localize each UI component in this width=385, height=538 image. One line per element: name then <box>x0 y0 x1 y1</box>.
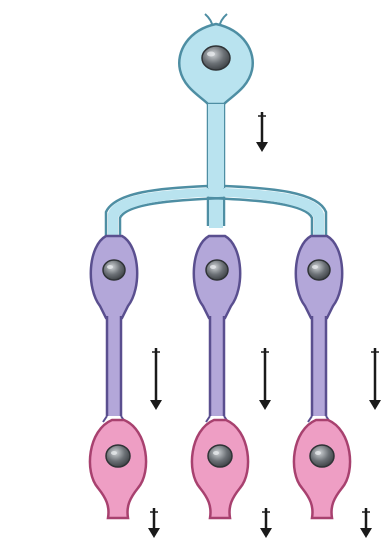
middle-neuron-nucleus <box>206 260 228 280</box>
presynaptic-neuron <box>106 14 326 236</box>
top-neuron-nucleus-highlight <box>207 52 215 57</box>
down-arrow-5 <box>148 508 160 538</box>
bottom-neuron-soma <box>294 420 350 518</box>
middle-neuron-axon <box>107 316 121 416</box>
bottom-row-neurons <box>90 420 350 518</box>
middle-neuron-axon <box>210 316 224 416</box>
middle-neuron-nucleus-highlight <box>312 265 318 269</box>
bottom-neuron-soma <box>90 420 146 518</box>
bottom-neuron-nucleus-highlight <box>213 451 219 455</box>
bottom-neuron-soma <box>192 420 248 518</box>
bottom-neuron-nucleus <box>106 445 130 467</box>
bottom-neuron-nucleus-highlight <box>111 451 117 455</box>
top-neuron-nucleus <box>202 46 230 70</box>
middle-row-neurons <box>91 236 342 422</box>
down-arrow-2 <box>150 348 162 410</box>
down-arrow-1 <box>256 112 268 152</box>
middle-neuron-nucleus-highlight <box>210 265 216 269</box>
middle-neuron-2 <box>194 236 240 422</box>
middle-neuron-nucleus <box>103 260 125 280</box>
bottom-neuron-nucleus-highlight <box>315 451 321 455</box>
down-arrow-3 <box>259 348 271 410</box>
bottom-neuron-3 <box>294 420 350 518</box>
top-neuron-axon-fill <box>208 104 224 190</box>
middle-neuron-nucleus <box>308 260 330 280</box>
bottom-neuron-nucleus <box>310 445 334 467</box>
down-arrow-6 <box>260 508 272 538</box>
middle-neuron-1 <box>91 236 137 422</box>
down-arrow-7 <box>360 508 372 538</box>
down-arrow-4 <box>369 348 381 410</box>
middle-neuron-nucleus-highlight <box>107 265 113 269</box>
bottom-neuron-nucleus <box>208 445 232 467</box>
middle-neuron-3 <box>296 236 342 422</box>
middle-neuron-axon <box>312 316 326 416</box>
bottom-neuron-2 <box>192 420 248 518</box>
bottom-neuron-1 <box>90 420 146 518</box>
